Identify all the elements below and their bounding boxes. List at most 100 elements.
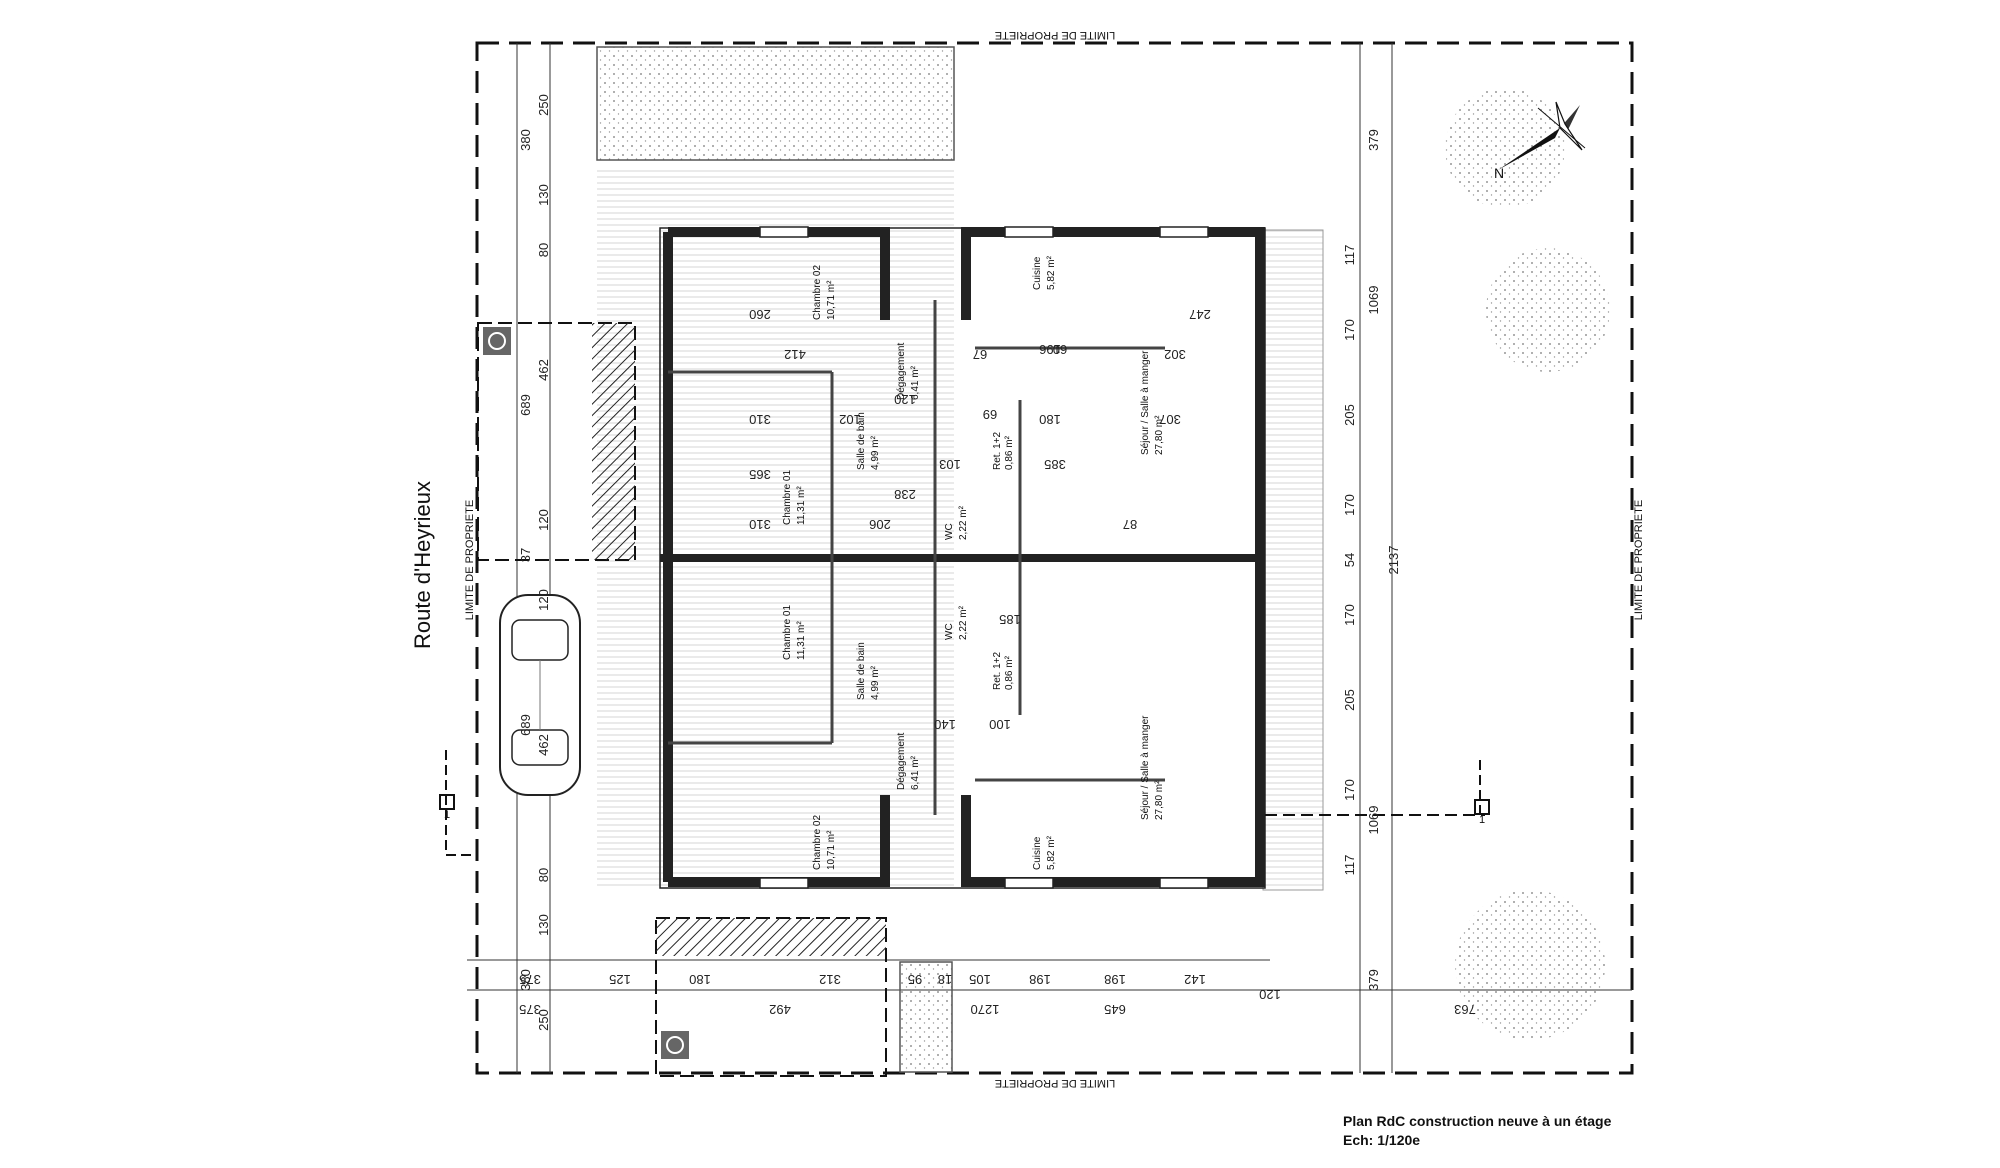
- dimension-label: 375: [519, 972, 541, 987]
- room-label: Salle de bain: [856, 642, 867, 700]
- dimension-label: 54: [1342, 553, 1357, 567]
- dimension-label: 142: [1184, 972, 1206, 987]
- dimension-label: 37: [518, 548, 533, 562]
- dimension-label: 170: [1342, 779, 1357, 801]
- dimension-label: 60: [1053, 342, 1067, 357]
- svg-text:1: 1: [444, 809, 450, 821]
- dimension-label: 1069: [1366, 286, 1381, 315]
- room-label: Chambre 02: [812, 815, 823, 870]
- dimension-label: 380: [518, 969, 533, 991]
- plan-title: Plan RdC construction neuve à un étage: [1343, 1113, 1612, 1129]
- dimension-label: 120: [1259, 987, 1281, 1002]
- garden-bed-top: [596, 46, 955, 161]
- room-label: Ret. 1+2: [992, 431, 1003, 470]
- dimension-label: 689: [518, 714, 533, 736]
- dimension-label: 140: [934, 717, 956, 732]
- room-area: 11,31 m²: [796, 621, 807, 660]
- dimension-label: 260: [749, 307, 771, 322]
- dimension-label: 763: [1454, 1002, 1476, 1017]
- section-marker-right: 1: [1265, 760, 1490, 826]
- dimension-label: 375: [519, 1002, 541, 1017]
- room-label: Salle de bain: [856, 412, 867, 470]
- dimension-label: 412: [784, 347, 806, 362]
- terrace-strip: [1262, 229, 1324, 891]
- room-label: Séjour / Salle à manger: [1140, 715, 1151, 820]
- room-label: Cuisine: [1032, 256, 1043, 290]
- room-label: WC: [944, 623, 955, 640]
- garden-bed-bottom: [899, 961, 953, 1073]
- room-area: 5,82 m²: [1046, 255, 1057, 290]
- room-label: Séjour / Salle à manger: [1140, 350, 1151, 455]
- road-label: Route d'Heyrieux: [410, 481, 435, 649]
- parking-hatch-top: [592, 323, 635, 560]
- parking-space-top: [477, 322, 636, 561]
- dimension-label: 87: [1123, 517, 1137, 532]
- dimension-lines-left: [467, 43, 1632, 1073]
- trees: [1445, 88, 1610, 1040]
- dimensions-bottom-total: 375 492 1270 645 763: [519, 1002, 1476, 1017]
- dimension-label: 117: [1342, 245, 1357, 266]
- room-area: 4,99 m²: [870, 435, 881, 470]
- dimension-label: 120: [536, 589, 551, 611]
- room-area: 11,31 m²: [796, 486, 807, 525]
- car-icon: [499, 594, 581, 796]
- accessible-parking-icon: [483, 327, 689, 1059]
- dimension-label: 170: [1342, 319, 1357, 341]
- dimension-label: 130: [536, 184, 551, 206]
- dimension-label: 379: [1366, 969, 1381, 991]
- dimension-label: 185: [999, 612, 1021, 627]
- room-label: Cuisine: [1032, 836, 1043, 870]
- dimension-label: 1270: [971, 1002, 1000, 1017]
- dimension-label: 689: [518, 394, 533, 416]
- room-labels-bottom: Chambre 01 11,31 m² Chambre 02 10,71 m² …: [782, 605, 1165, 870]
- dimension-label: 385: [1044, 457, 1066, 472]
- dimension-label: 462: [536, 734, 551, 756]
- paved-area: [597, 170, 954, 890]
- dimension-label: 307: [1159, 412, 1181, 427]
- dimension-label: 196: [1039, 342, 1061, 357]
- dimension-label: 95: [908, 972, 922, 987]
- north-arrow-icon: N: [1494, 101, 1586, 181]
- dimension-label: 105: [969, 972, 991, 987]
- room-area: 6,41 m²: [910, 755, 921, 790]
- dimension-label: 365: [749, 467, 771, 482]
- dimension-label: 250: [536, 1009, 551, 1031]
- dimensions-left: 3802501308068946212037120689462801302503…: [518, 94, 551, 1031]
- dimension-label: 180: [1039, 412, 1061, 427]
- dimension-label: 205: [1342, 689, 1357, 711]
- dimension-label: 170: [1342, 494, 1357, 516]
- dimension-label: 310: [749, 517, 771, 532]
- dimension-label: 250: [536, 94, 551, 116]
- dimension-label: 205: [1342, 404, 1357, 426]
- property-limit-label-right: LIMITE DE PROPRIETE: [1633, 500, 1645, 620]
- room-area: 5,82 m²: [1046, 835, 1057, 870]
- dimension-label: 125: [609, 972, 631, 987]
- room-label: Chambre 01: [782, 605, 793, 660]
- dimension-label: 238: [894, 487, 916, 502]
- parking-space-bottom: [655, 917, 887, 1077]
- svg-text:N: N: [1494, 165, 1504, 181]
- dimension-label: 379: [1366, 129, 1381, 151]
- property-limit-label-left: LIMITE DE PROPRIETE: [464, 500, 476, 620]
- dimension-label: 80: [536, 868, 551, 882]
- property-limit-label-top: LIMITE DE PROPRIETE: [995, 29, 1115, 41]
- room-label: Ret. 1+2: [992, 651, 1003, 690]
- room-area: 4,99 m²: [870, 665, 881, 700]
- room-area: 6,41 m²: [910, 365, 921, 400]
- dimension-label: 67: [973, 347, 987, 362]
- room-label: Dégagement: [896, 343, 907, 400]
- dimension-label: 102: [839, 412, 861, 427]
- dimension-label: 492: [769, 1002, 791, 1017]
- room-labels-top: Chambre 02 10,71 m² Chambre 01 11,31 m² …: [782, 255, 1165, 540]
- plan-scale: Ech: 1/120e: [1343, 1132, 1421, 1148]
- dimension-label: 130: [536, 914, 551, 936]
- dimension-label: 645: [1104, 1002, 1126, 1017]
- dimension-label: 170: [1342, 604, 1357, 626]
- room-area: 0,86 m²: [1004, 435, 1015, 470]
- room-label: Chambre 01: [782, 470, 793, 525]
